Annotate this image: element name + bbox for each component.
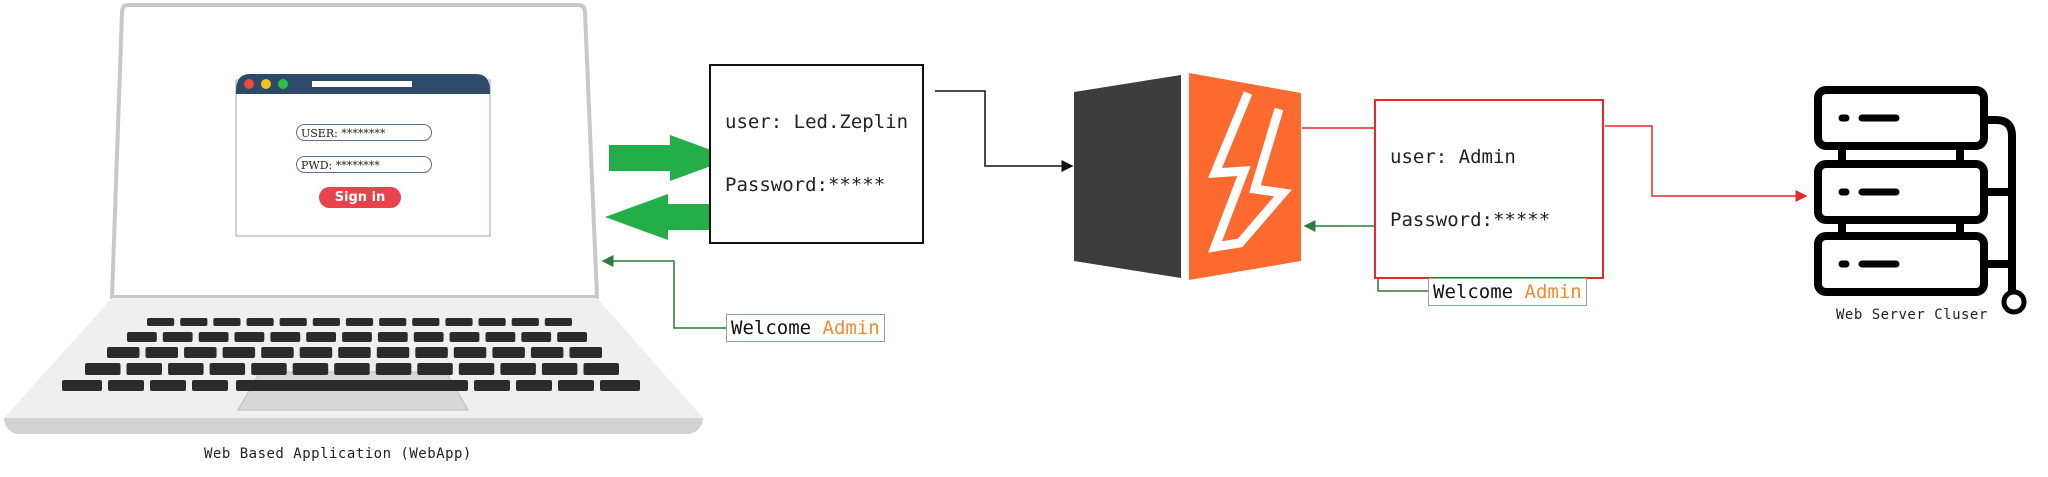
keyboard-key	[557, 332, 587, 342]
keyboard-key	[107, 347, 140, 358]
keyboard-key	[108, 380, 144, 391]
forwarded-password-line: Password:*****	[1390, 209, 1551, 231]
keyboard-key	[126, 363, 162, 375]
username-field[interactable]: USER: ********	[296, 124, 432, 141]
request-password-line: Password:*****	[725, 174, 886, 196]
client-welcome-text: Welcome	[731, 317, 823, 339]
forwarded-credentials-box: user: Admin Password:*****	[1374, 99, 1604, 279]
keyboard-key	[150, 380, 186, 391]
keyboard-key	[184, 347, 217, 358]
keyboard-key	[251, 363, 287, 375]
sign-in-button[interactable]: Sign in	[319, 187, 401, 208]
client-welcome-message: Welcome Admin	[726, 314, 885, 342]
keyboard-key	[234, 332, 265, 342]
keyboard-key	[292, 363, 329, 375]
proxy-welcome-message: Welcome Admin	[1428, 278, 1587, 306]
keyboard-key	[261, 347, 294, 358]
keyboard-key	[485, 332, 516, 342]
request-credentials-box: user: Led.Zeplin Password:*****	[709, 64, 925, 244]
keyboard-key	[569, 347, 602, 358]
server-cluster-icon	[1814, 86, 2027, 315]
keyboard-key	[413, 332, 444, 342]
keyboard-key	[162, 332, 193, 342]
keyboard-key	[583, 363, 619, 375]
keyboard-key	[312, 318, 340, 326]
keyboard-key	[213, 318, 241, 326]
keyboard-key	[334, 363, 370, 375]
keyboard-key	[492, 347, 525, 358]
keyboard-key	[198, 332, 229, 342]
keyboard-key	[306, 332, 336, 342]
keyboard	[62, 318, 640, 391]
keyboard-key	[521, 332, 552, 342]
keyboard-key	[345, 318, 374, 326]
keyboard-key	[449, 332, 480, 342]
proxy-welcome-text: Welcome	[1433, 281, 1525, 303]
keyboard-key	[376, 347, 410, 358]
keyboard-key	[412, 318, 440, 326]
keyboard-key	[417, 363, 453, 375]
keyboard-key	[415, 347, 448, 358]
keyboard-key	[168, 363, 204, 375]
keyboard-key	[516, 380, 552, 391]
webapp-caption: Web Based Application (WebApp)	[204, 446, 472, 462]
keyboard-key	[530, 347, 564, 358]
keyboard-key	[541, 363, 578, 375]
password-field[interactable]: PWD: ********	[296, 156, 432, 173]
keyboard-key	[62, 380, 102, 391]
laptop-icon	[4, 3, 703, 434]
keyboard-key	[458, 363, 495, 375]
keyboard-key	[511, 318, 539, 326]
keyboard-key	[474, 380, 510, 391]
keyboard-key	[209, 363, 246, 375]
client-welcome-accent: Admin	[822, 317, 880, 339]
keyboard-key	[558, 380, 594, 391]
keyboard-key	[377, 332, 408, 342]
keyboard-key	[445, 318, 473, 326]
keyboard-key	[342, 332, 372, 342]
keyboard-key	[236, 380, 468, 391]
client-response-connector	[601, 255, 726, 329]
keyboard-key	[478, 318, 506, 326]
keyboard-key	[379, 318, 407, 326]
keyboard-key	[279, 318, 307, 326]
receive-arrow-icon	[605, 194, 729, 240]
proxy-welcome-accent: Admin	[1524, 281, 1582, 303]
keyboard-key	[338, 347, 371, 358]
keyboard-key	[600, 380, 640, 391]
request-user-line: user: Led.Zeplin	[725, 111, 909, 133]
keyboard-key	[222, 347, 256, 358]
keyboard-key	[192, 380, 228, 391]
keyboard-key	[270, 332, 301, 342]
keyboard-key	[544, 318, 572, 326]
server-caption: Web Server Cluser	[1836, 307, 1988, 323]
proxy-icon	[1074, 73, 1301, 280]
send-arrow-icon	[609, 135, 733, 181]
keyboard-key	[85, 363, 121, 375]
keyboard-key	[500, 363, 536, 375]
request-connector	[935, 90, 1074, 172]
keyboard-key	[145, 347, 178, 358]
keyboard-key	[180, 318, 208, 326]
forwarded-user-line: user: Admin	[1390, 146, 1516, 168]
keyboard-key	[147, 318, 175, 326]
keyboard-key	[375, 363, 412, 375]
forward-connector-2	[1605, 125, 1808, 202]
keyboard-key	[453, 347, 487, 358]
keyboard-key	[299, 347, 333, 358]
keyboard-key	[246, 318, 274, 326]
keyboard-key	[127, 332, 157, 342]
